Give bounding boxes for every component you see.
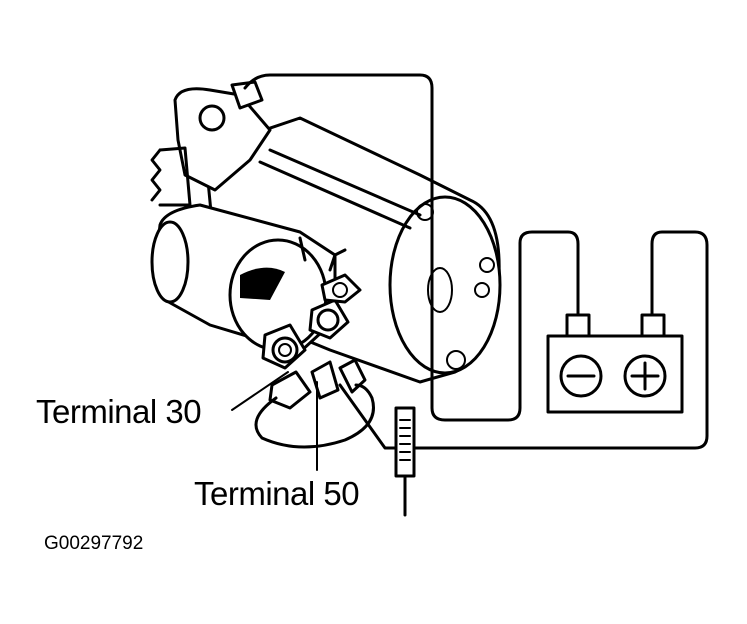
- leader-terminal-30: [231, 371, 289, 411]
- battery-case: [546, 334, 684, 414]
- label-terminal-50: Terminal 50: [194, 475, 360, 512]
- leader-lines: [231, 371, 318, 471]
- jumper-wire: [254, 383, 375, 449]
- terminal-50-stud: [308, 273, 362, 340]
- battery-negative-post: [565, 313, 591, 338]
- through-bolt: [479, 257, 495, 273]
- mounting-bracket: [173, 87, 272, 192]
- ammeter: [394, 406, 416, 517]
- terminal-30-stud: [261, 323, 307, 370]
- label-terminal-30: Terminal 30: [36, 393, 202, 430]
- figure-code: G00297792: [44, 533, 144, 554]
- plus-icon: [623, 354, 667, 398]
- clip-terminal-50: [310, 360, 340, 400]
- alligator-clips: [254, 358, 375, 449]
- ground-lead: [243, 73, 580, 422]
- battery-positive-post: [640, 313, 666, 338]
- battery: [546, 313, 684, 414]
- clip-terminal-30: [268, 370, 312, 410]
- minus-icon: [559, 354, 603, 398]
- pinion-gear: [150, 146, 192, 207]
- end-cap: [388, 195, 502, 375]
- wiring: [243, 73, 709, 450]
- positive-lead: [338, 230, 709, 450]
- through-bolt: [446, 350, 466, 370]
- through-bolt: [474, 282, 490, 298]
- starter-motor: [150, 80, 502, 384]
